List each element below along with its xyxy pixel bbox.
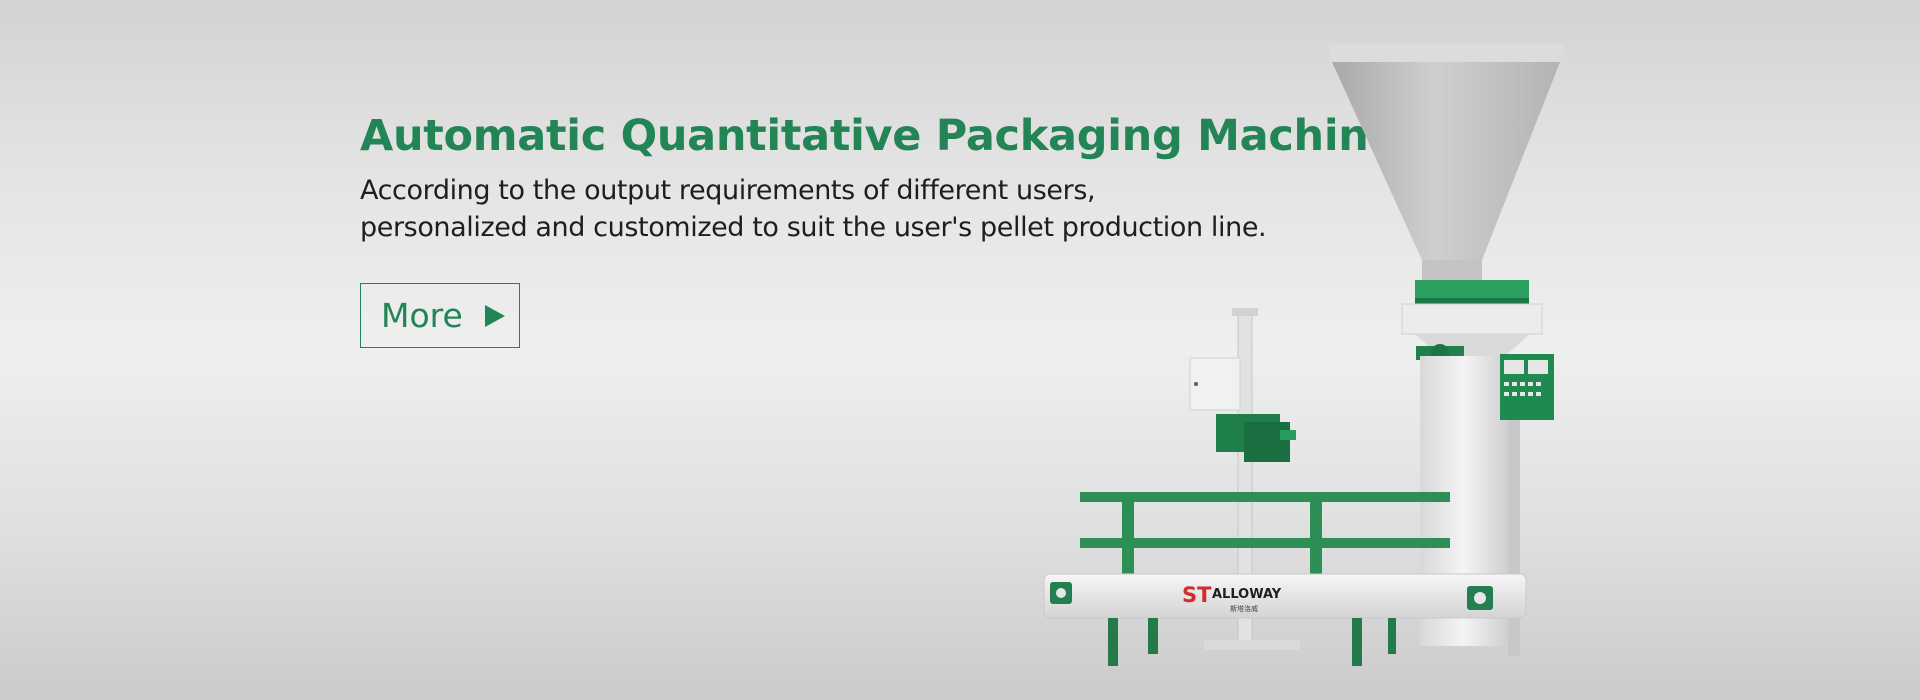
scale-housing	[1401, 303, 1543, 362]
hero-description-line-1: According to the output requirements of …	[360, 175, 1096, 206]
play-triangle-icon	[484, 304, 505, 327]
svg-text:ALLOWAY: ALLOWAY	[1212, 587, 1282, 602]
more-button[interactable]: More	[360, 283, 520, 348]
hero-text: Automatic Quantitative Packaging Machine…	[360, 108, 1398, 246]
hero-title: Automatic Quantitative Packaging Machine	[360, 111, 1398, 161]
svg-text:ST: ST	[1182, 583, 1212, 607]
svg-text:斯塔洛威: 斯塔洛威	[1230, 604, 1258, 613]
hero-description-line-2: personalized and customized to suit the …	[360, 212, 1267, 243]
control-box	[1500, 354, 1554, 420]
conveyor-base	[1043, 573, 1527, 619]
more-button-label: More	[381, 295, 463, 335]
hopper	[1328, 44, 1565, 304]
stalloway-logo: ST ALLOWAY 斯塔洛威	[1182, 583, 1282, 613]
sewing-post	[1189, 308, 1296, 651]
packaging-machine-image: ST ALLOWAY 斯塔洛威	[1043, 44, 1565, 666]
legs	[1108, 618, 1396, 666]
hero-description: According to the output requirements of …	[360, 172, 1340, 246]
